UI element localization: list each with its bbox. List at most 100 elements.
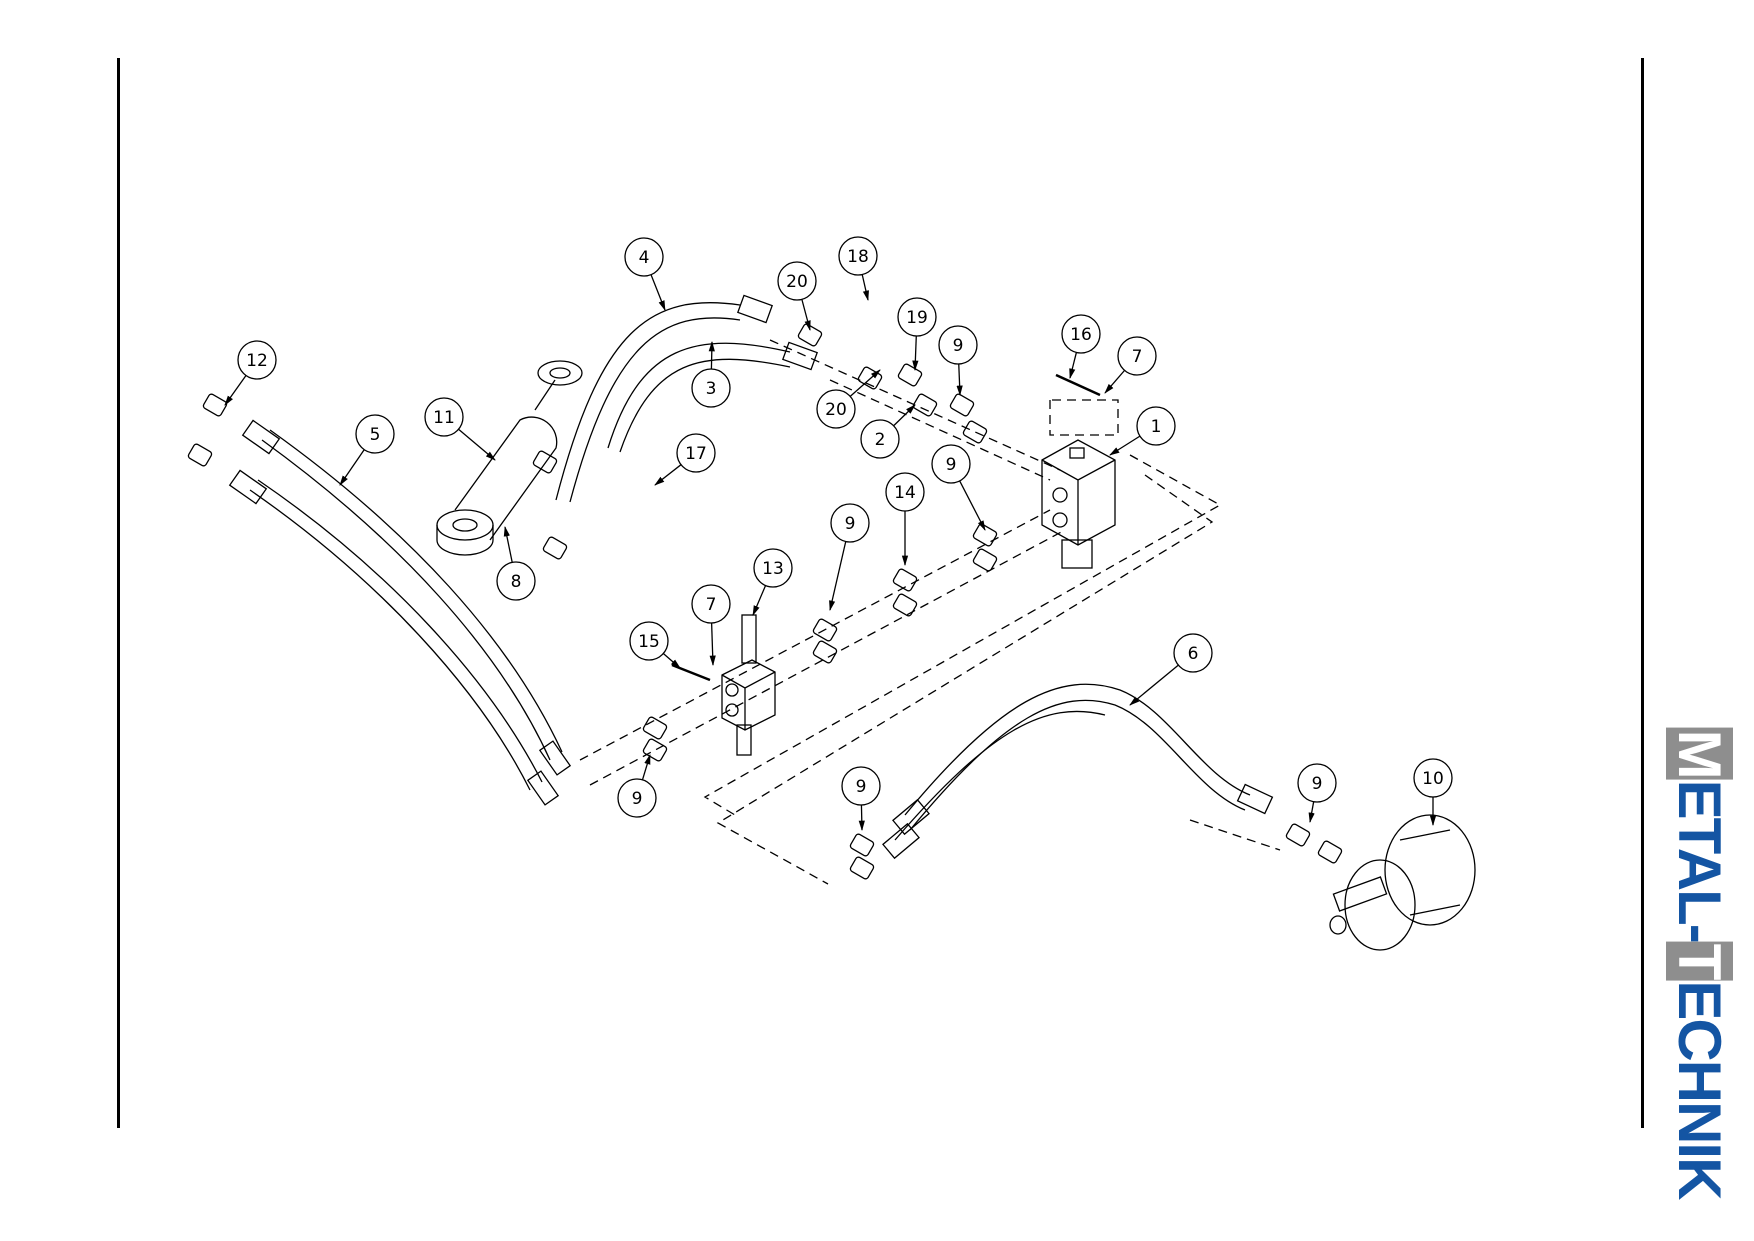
- balloon-number: 9: [946, 455, 957, 475]
- fitting-adapter: [797, 323, 823, 347]
- fitting-adapter: [949, 393, 975, 417]
- item-balloon: 2: [860, 419, 900, 459]
- fitting-adapter: [812, 618, 838, 642]
- balloon-number: 1: [1151, 417, 1162, 437]
- balloon-number: 11: [433, 408, 455, 428]
- leader-line: [662, 652, 681, 669]
- item-balloon: 10: [1413, 758, 1453, 798]
- item-balloon: 19: [897, 297, 937, 337]
- balloon-number: 20: [825, 400, 847, 420]
- item-balloon: 7: [691, 584, 731, 624]
- balloon-number: 10: [1422, 769, 1444, 789]
- item-balloon: 9: [1297, 763, 1337, 803]
- fitting-adapter: [962, 420, 988, 444]
- balloon-number: 4: [639, 248, 650, 268]
- item-balloon: 6: [1173, 633, 1213, 673]
- hose-3: [607, 342, 791, 453]
- item-balloon: 8: [496, 561, 536, 601]
- balloon-number: 7: [1132, 347, 1143, 367]
- leader-line: [752, 585, 767, 616]
- balloon-number: 9: [632, 789, 643, 809]
- item-balloon: 11: [424, 397, 464, 437]
- balloon-number: 16: [1070, 325, 1092, 345]
- leader-line: [912, 335, 919, 372]
- balloon-number: 20: [786, 272, 808, 292]
- balloon-number: 9: [1312, 774, 1323, 794]
- item-balloon: 9: [931, 444, 971, 484]
- fitting-adapter: [897, 363, 923, 387]
- hose-6: [894, 683, 1251, 841]
- fitting-adapter: [187, 443, 213, 467]
- item-balloon: 9: [841, 766, 881, 806]
- leader-line: [829, 541, 847, 612]
- leader-line: [893, 404, 916, 427]
- fitting-adapter: [1285, 823, 1311, 847]
- balloon-number: 14: [894, 483, 916, 503]
- leader-line: [849, 369, 881, 397]
- item-balloon: 9: [938, 325, 978, 365]
- balloon-number: 7: [706, 595, 717, 615]
- balloon-number: 2: [875, 430, 886, 450]
- leader-line: [458, 428, 496, 461]
- item-balloon: 9: [830, 503, 870, 543]
- item-balloon: 20: [777, 261, 817, 301]
- leader-line: [861, 274, 869, 302]
- fitting-adapter: [849, 856, 875, 880]
- fitting-adapter: [892, 568, 918, 592]
- balloon-number: 18: [847, 247, 869, 267]
- leader-line: [224, 375, 247, 406]
- balloon-number: 9: [856, 777, 867, 797]
- leader-line: [858, 804, 865, 832]
- item-balloon: 20: [816, 389, 856, 429]
- fitting-adapter: [532, 450, 558, 474]
- hose-5: [249, 429, 563, 791]
- hose-fittings: [228, 294, 1274, 860]
- frame-border-right: [1641, 58, 1644, 1128]
- balloon-number: 13: [762, 559, 784, 579]
- fitting-adapter: [1317, 840, 1343, 864]
- fitting-adapter: [202, 393, 228, 417]
- item-balloon: 9: [617, 778, 657, 818]
- fitting-adapter: [912, 393, 938, 417]
- leader-line: [956, 363, 963, 397]
- leader-line: [641, 754, 651, 781]
- balloon-number: 19: [906, 308, 928, 328]
- item-balloon: 5: [355, 414, 395, 454]
- leader-line: [1069, 352, 1078, 380]
- balloon-number: 9: [845, 514, 856, 534]
- fitting-adapter: [849, 833, 875, 857]
- balloon-number: 15: [638, 632, 660, 652]
- fitting-adapter: [812, 640, 838, 664]
- balloon-number: 8: [511, 572, 522, 592]
- leader-line: [339, 449, 365, 486]
- adapters: [187, 323, 1343, 880]
- balloon-leaders: [224, 274, 1437, 832]
- leader-line: [1104, 369, 1126, 394]
- balloon-number: 9: [953, 336, 964, 356]
- balloon-number: 3: [706, 379, 717, 399]
- balloon-number: 5: [370, 425, 381, 445]
- leader-line: [709, 622, 716, 667]
- hydraulic-motor-10: [1329, 814, 1476, 951]
- frame-border-left: [117, 58, 120, 1128]
- balloon-number: 6: [1188, 644, 1199, 664]
- leader-line: [654, 464, 682, 486]
- leader-line: [650, 274, 666, 311]
- item-balloon: 13: [753, 548, 793, 588]
- item-balloon: 12: [237, 340, 277, 380]
- valve-block-13: [671, 614, 776, 756]
- fitting-adapter: [972, 523, 998, 547]
- item-balloon: 7: [1117, 336, 1157, 376]
- balloon-number: 17: [685, 444, 707, 464]
- fitting-adapter: [642, 738, 668, 762]
- leader-line: [959, 480, 986, 531]
- fitting-adapter: [892, 593, 918, 617]
- leader-line: [503, 525, 513, 563]
- leader-line: [708, 340, 715, 370]
- balloon-number: 12: [246, 351, 268, 371]
- item-balloon: 14: [885, 472, 925, 512]
- fitting-adapter: [642, 716, 668, 740]
- leader-line: [1308, 801, 1315, 824]
